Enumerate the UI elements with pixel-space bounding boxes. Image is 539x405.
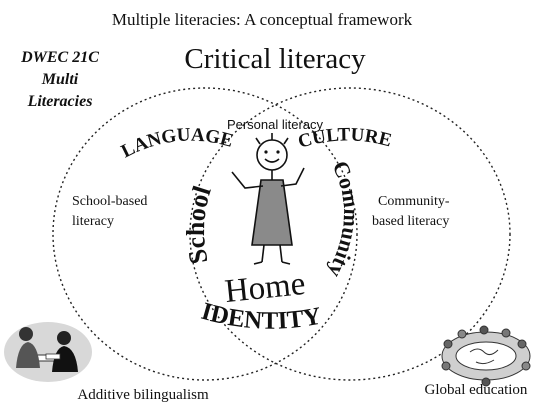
community-based-label-line-1: Community- — [378, 194, 450, 209]
community-based-label-line-2: based literacy — [372, 214, 449, 229]
brand-line-3: Literacies — [27, 93, 93, 110]
school-based-label-line-1: School-based — [72, 194, 147, 209]
main-heading: Critical literacy — [184, 43, 366, 75]
school-word-path: School — [181, 182, 217, 266]
global-education-caption: Global education — [425, 382, 528, 398]
people-meeting-clipart-icon — [4, 322, 92, 382]
community-word-path: Community — [323, 157, 364, 282]
stick-figure-child-icon — [231, 133, 305, 265]
community-word: Community — [323, 157, 364, 282]
brand-line-2: Multi — [41, 71, 79, 88]
right-circle — [189, 87, 511, 381]
left-circle — [52, 87, 358, 381]
brand-line-1: DWEC 21C — [20, 49, 99, 66]
personal-literacy-label: Personal literacy — [227, 117, 324, 132]
language-word: LANGUAGE — [118, 125, 235, 163]
children-around-globe-clipart-icon — [441, 325, 531, 387]
school-word: School — [181, 182, 217, 266]
school-based-label-line-2: literacy — [72, 214, 114, 229]
page-title: Multiple literacies: A conceptual framew… — [112, 10, 413, 29]
additive-bilingualism-caption: Additive bilingualism — [77, 387, 209, 403]
language-word-path: LANGUAGE — [118, 125, 235, 163]
brand-block: DWEC 21C Multi Literacies — [20, 49, 99, 110]
culture-word: CULTURE — [296, 124, 394, 152]
home-word: Home — [223, 266, 307, 310]
culture-word-path: CULTURE — [296, 124, 394, 152]
